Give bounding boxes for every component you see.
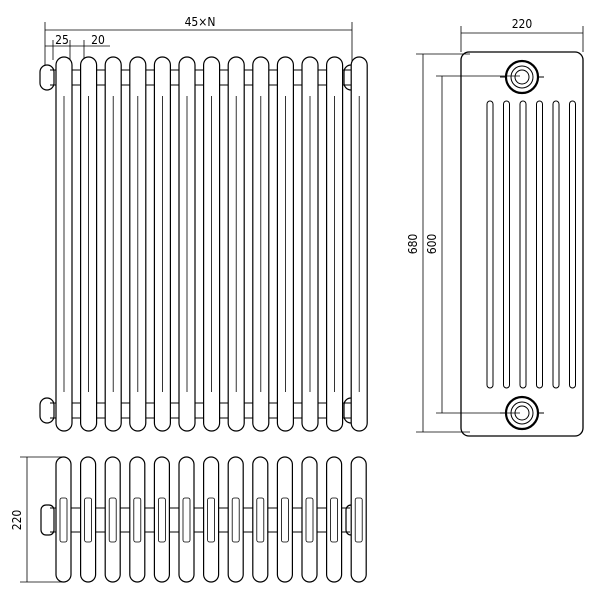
top-tube	[178, 456, 195, 583]
front-tube	[153, 56, 171, 432]
front-tube	[104, 56, 122, 432]
front-knuckle	[219, 69, 229, 86]
front-knuckle	[318, 69, 327, 86]
front-knuckle	[121, 69, 130, 86]
top-tube	[153, 456, 170, 583]
dim-tube-gap-label: 20	[91, 33, 105, 47]
side-slot	[486, 100, 494, 389]
side-connector-top	[500, 59, 544, 95]
dim-side-width-label: 220	[512, 17, 533, 31]
front-tube	[276, 56, 294, 432]
top-tube	[252, 456, 269, 583]
top-tube	[104, 456, 121, 583]
front-tube	[301, 56, 319, 432]
top-view: 220	[10, 456, 367, 583]
front-knuckle	[268, 69, 278, 86]
side-connector-bottom	[500, 395, 544, 431]
top-tube	[326, 456, 343, 583]
front-tube	[203, 56, 221, 432]
front-knuckle	[145, 402, 155, 419]
side-slot	[569, 100, 576, 389]
side-slot	[552, 100, 560, 389]
top-tube	[301, 456, 318, 583]
front-knuckle	[195, 69, 204, 86]
dim-side-height-total: 680	[406, 53, 470, 433]
front-tube	[252, 56, 270, 432]
front-knuckle	[293, 402, 302, 419]
front-view: 45×N 25 20	[39, 15, 368, 432]
front-knuckle	[244, 402, 253, 419]
top-tube	[79, 456, 97, 583]
front-tube	[178, 56, 196, 432]
front-tube	[129, 56, 147, 432]
front-tube	[227, 56, 245, 432]
front-knuckle	[72, 69, 81, 86]
front-knuckle	[268, 402, 278, 419]
side-body	[460, 51, 584, 437]
top-end-cap-left	[40, 504, 55, 536]
dim-total-width-label: 45×N	[185, 15, 216, 29]
top-tubes	[55, 456, 367, 583]
dim-side-width: 220	[460, 17, 584, 52]
dim-top-depth-label: 220	[10, 510, 24, 531]
front-knuckle	[244, 69, 253, 86]
top-tube	[350, 456, 367, 583]
dim-side-height-total-label: 680	[406, 234, 420, 255]
top-tube	[129, 456, 146, 583]
dim-tube-width-label: 25	[55, 33, 69, 47]
front-knuckle	[96, 69, 106, 86]
front-knuckle	[219, 402, 229, 419]
front-knuckle	[293, 69, 302, 86]
side-slot	[519, 100, 527, 389]
front-knuckle	[195, 402, 204, 419]
front-tube	[326, 56, 344, 432]
front-tubes	[55, 56, 368, 432]
side-view: 220 680 600	[406, 17, 584, 437]
front-knuckle	[145, 69, 155, 86]
front-knuckle	[170, 402, 179, 419]
front-knuckle	[342, 402, 352, 419]
dim-side-height-inner-label: 600	[425, 234, 439, 255]
dim-total-width: 45×N	[44, 15, 353, 65]
side-slot	[503, 100, 510, 389]
front-knuckle	[170, 69, 179, 86]
side-slot	[536, 100, 543, 389]
top-tube	[203, 456, 220, 583]
dim-side-height-inner: 600	[425, 75, 520, 414]
dim-tube-width: 25 20	[45, 33, 110, 60]
top-tube	[276, 456, 293, 583]
side-slots	[486, 100, 576, 389]
front-tube	[79, 56, 98, 432]
top-tube	[55, 456, 72, 583]
front-knuckle	[342, 69, 352, 86]
front-knuckle	[96, 402, 106, 419]
top-tube	[227, 456, 244, 583]
front-knuckle	[72, 402, 81, 419]
front-tube	[55, 56, 73, 432]
front-tube	[350, 56, 368, 432]
front-knuckle	[318, 402, 327, 419]
front-knuckle	[121, 402, 130, 419]
dim-top-depth: 220	[10, 456, 62, 583]
